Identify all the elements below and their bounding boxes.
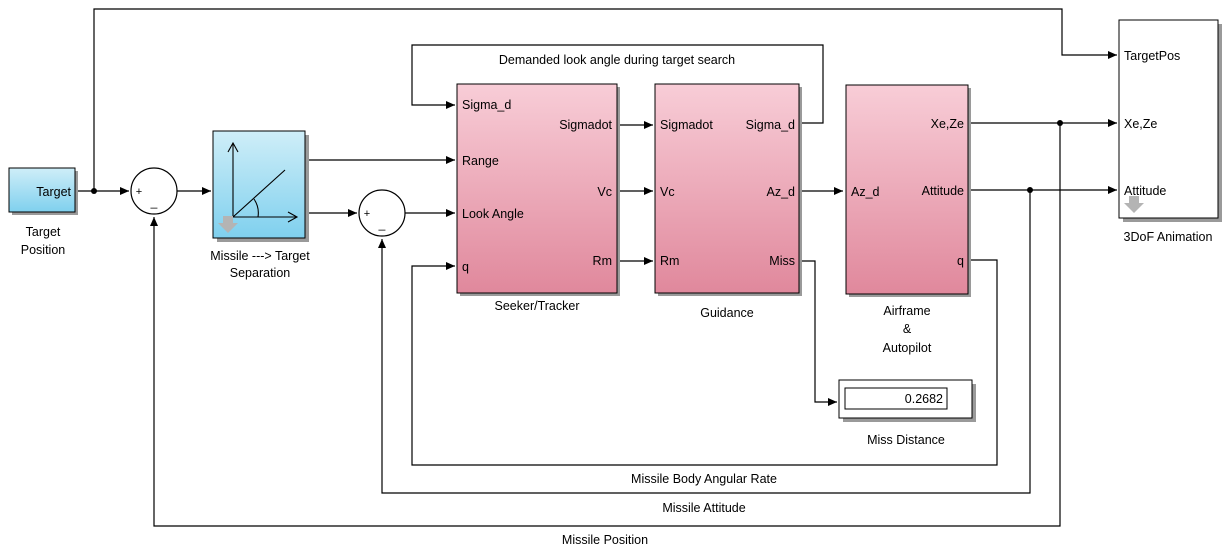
airframe-autopilot-block[interactable]: Az_d Xe,Ze Attitude q xyxy=(845,84,971,297)
animation-down-arrow-icon xyxy=(1124,196,1144,213)
miss-distance-display[interactable]: 0.2682 xyxy=(838,379,976,422)
signal-label-attitude: Missile Attitude xyxy=(662,501,745,515)
guidance-output-miss: Miss xyxy=(769,254,795,268)
signal-label-position: Missile Position xyxy=(562,533,648,547)
signal-label-look-angle: Demanded look angle during target search xyxy=(499,53,735,67)
seeker-input-sigma-d: Sigma_d xyxy=(462,98,511,112)
sum1-minus-sign: _ xyxy=(150,195,158,209)
airframe-output-q: q xyxy=(957,254,964,268)
signal-lines xyxy=(76,8,1117,527)
seeker-caption: Seeker/Tracker xyxy=(495,299,580,313)
target-caption-line2: Position xyxy=(21,243,66,257)
wire-target-to-animation[interactable] xyxy=(93,8,1117,191)
target-caption-line1: Target xyxy=(26,225,61,239)
separation-block[interactable] xyxy=(212,130,309,242)
graph-icon xyxy=(227,141,299,223)
miss-distance-value: 0.2682 xyxy=(905,392,943,406)
junction-target xyxy=(91,188,97,194)
animation-caption: 3DoF Animation xyxy=(1124,230,1213,244)
wire-sigma-d-feedback[interactable] xyxy=(411,44,824,124)
guidance-output-sigma-d: Sigma_d xyxy=(746,118,795,132)
seeker-input-q: q xyxy=(462,260,469,274)
animation-block[interactable]: TargetPos Xe,Ze Attitude xyxy=(1118,19,1222,222)
airframe-caption-line1: Airframe xyxy=(883,304,930,318)
seeker-input-range: Range xyxy=(462,154,499,168)
junction-attitude xyxy=(1027,187,1033,193)
seeker-input-look-angle: Look Angle xyxy=(462,207,524,221)
separation-caption-line1: Missile ---> Target xyxy=(210,249,310,263)
down-arrow-icon xyxy=(218,216,238,233)
animation-input-targetpos: TargetPos xyxy=(1124,49,1180,63)
separation-caption-line2: Separation xyxy=(230,266,291,280)
sum-block-1[interactable]: + _ xyxy=(130,167,178,215)
sum2-plus-sign: + xyxy=(364,208,370,220)
guidance-input-rm: Rm xyxy=(660,254,679,268)
guidance-block[interactable]: Sigmadot Vc Rm Sigma_d Az_d Miss xyxy=(654,83,802,296)
guidance-input-vc: Vc xyxy=(660,185,675,199)
guidance-output-az-d: Az_d xyxy=(767,185,796,199)
airframe-input-az-d: Az_d xyxy=(851,185,880,199)
miss-distance-caption: Miss Distance xyxy=(867,433,945,447)
sum-block-2[interactable]: + _ xyxy=(358,189,406,237)
animation-input-xeze: Xe,Ze xyxy=(1124,117,1157,131)
signal-label-body-rate: Missile Body Angular Rate xyxy=(631,472,777,486)
airframe-output-attitude: Attitude xyxy=(922,184,964,198)
target-position-block[interactable]: Target xyxy=(8,167,78,215)
airframe-caption-line2: & xyxy=(903,322,912,336)
wire-miss[interactable] xyxy=(799,260,837,406)
airframe-output-xeze: Xe,Ze xyxy=(931,117,964,131)
airframe-caption-line3: Autopilot xyxy=(883,341,932,355)
junction-xeze xyxy=(1057,120,1063,126)
animation-input-attitude: Attitude xyxy=(1124,184,1166,198)
wire-body-rate-feedback[interactable] xyxy=(411,259,998,466)
target-port-label: Target xyxy=(36,185,71,199)
guidance-input-sigmadot: Sigmadot xyxy=(660,118,713,132)
seeker-output-vc: Vc xyxy=(597,185,612,199)
seeker-tracker-block[interactable]: Sigma_d Range Look Angle q Sigmadot Vc R… xyxy=(456,83,620,296)
wire-position-feedback[interactable] xyxy=(150,123,1061,527)
sum1-plus-sign: + xyxy=(136,186,142,198)
sum2-minus-sign: _ xyxy=(378,217,386,231)
guidance-caption: Guidance xyxy=(700,306,754,320)
wire-attitude-feedback[interactable] xyxy=(378,190,1031,494)
seeker-output-sigmadot: Sigmadot xyxy=(559,118,612,132)
seeker-output-rm: Rm xyxy=(593,254,612,268)
